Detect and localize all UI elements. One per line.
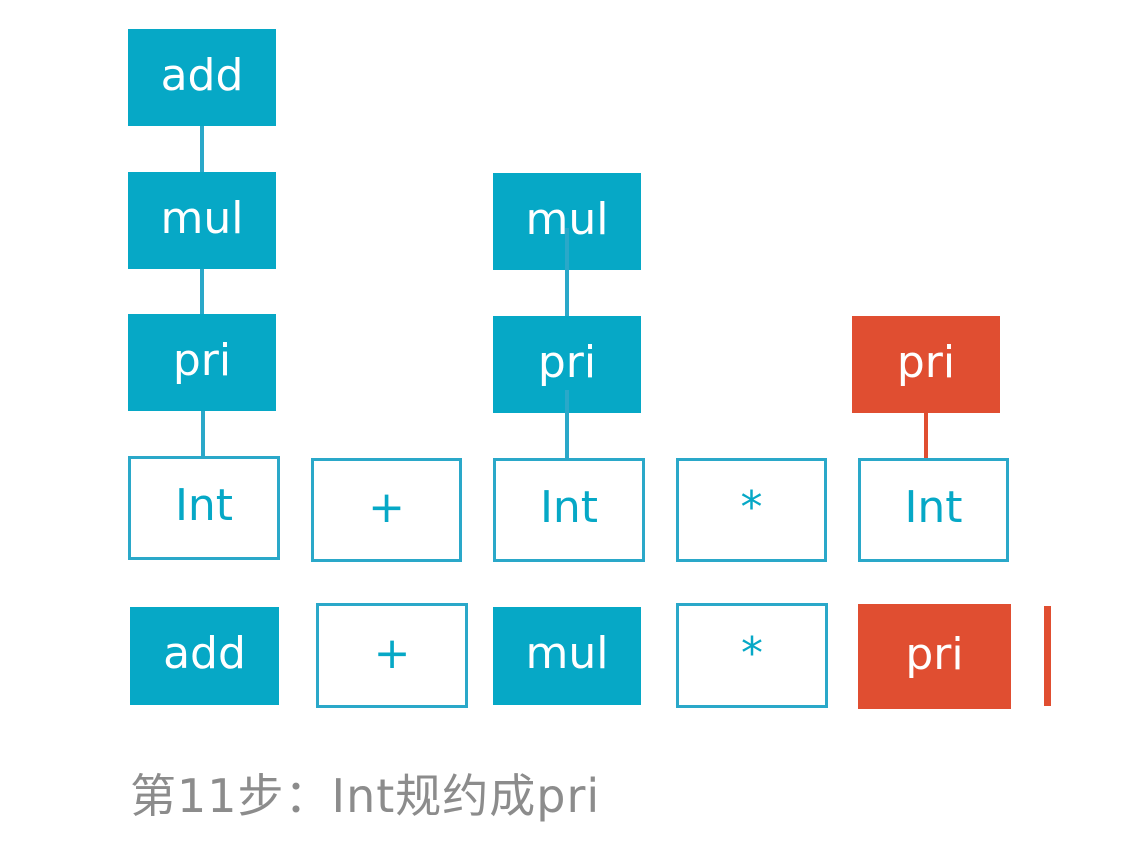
edge-mul-pri — [200, 269, 204, 314]
tree-node-mul-label: mul — [160, 192, 244, 244]
token-int-label: Int — [539, 482, 599, 533]
stack-item-label: pri — [905, 628, 964, 680]
tree-node-pri-label: pri — [896, 336, 956, 388]
stack-item-label: * — [741, 627, 763, 679]
stack-item-add: add — [130, 607, 279, 705]
token-star: * — [676, 458, 827, 562]
stack-item-plus: + — [316, 603, 468, 708]
stack-item-label: + — [373, 627, 411, 679]
stack-item-pri-highlighted: pri — [858, 604, 1011, 709]
edge-pri-int-highlighted — [924, 413, 928, 458]
token-star-label: * — [740, 482, 763, 533]
tree-node-add-label: add — [160, 49, 244, 101]
step-caption: 第11步：Int规约成pri — [130, 769, 601, 823]
stack-item-star: * — [676, 603, 828, 708]
token-plus-label: + — [368, 482, 405, 533]
edge-add-mul — [200, 126, 204, 172]
stack-item-mul: mul — [493, 607, 641, 705]
stack-item-label: mul — [525, 628, 609, 679]
edge-mul-pri — [565, 228, 569, 316]
stack-item-label: add — [163, 628, 246, 679]
token-int-label: Int — [174, 480, 234, 531]
edge-pri-int — [201, 411, 205, 457]
tree-node-add: add — [128, 29, 276, 126]
token-int: Int — [858, 458, 1009, 562]
tree-node-pri-highlighted: pri — [852, 316, 1000, 413]
token-int: Int — [128, 456, 280, 560]
tree-node-mul: mul — [128, 172, 276, 269]
token-int-label: Int — [904, 482, 963, 533]
tree-node-pri-label: pri — [172, 334, 232, 386]
token-plus: + — [311, 458, 462, 562]
token-int: Int — [493, 458, 645, 562]
edge-pri-int — [565, 390, 569, 458]
tree-node-pri-label: pri — [537, 336, 597, 388]
stack-top-marker — [1044, 606, 1051, 706]
tree-node-pri: pri — [128, 314, 276, 411]
